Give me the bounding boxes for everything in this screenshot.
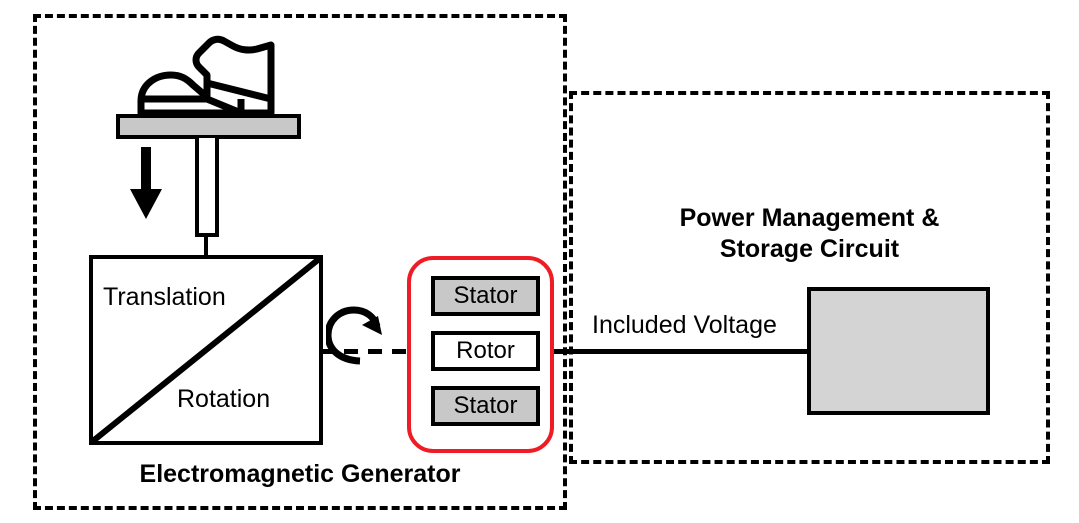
- shaft-connector: [204, 236, 208, 258]
- power-management-title-line-1: Power Management &: [679, 204, 940, 232]
- storage-circuit-block: [807, 287, 990, 415]
- power-management-boundary: [569, 91, 1050, 464]
- electromagnetic-generator-caption: Electromagnetic Generator: [139, 460, 461, 488]
- force-plate: [116, 114, 301, 139]
- power-management-title-line-2: Storage Circuit: [719, 234, 900, 263]
- rotation-arrow-icon: [326, 306, 382, 365]
- shaft: [195, 138, 219, 237]
- output-wire: [554, 349, 810, 354]
- rotation-label: Rotation: [177, 385, 271, 413]
- shoe-icon: [137, 35, 275, 117]
- down-arrow-icon: [130, 147, 162, 219]
- electromagnetic-generator-boundary: [33, 14, 567, 510]
- rotary-coupling-shaft: [320, 349, 434, 354]
- translation-label: Translation: [103, 283, 226, 311]
- power-management-title: Power Management & Storage Circuit: [569, 203, 1050, 264]
- included-voltage-label: Included Voltage: [592, 311, 777, 339]
- stator-layer-top: Stator: [431, 276, 540, 316]
- rotor-layer: Rotor: [431, 331, 540, 371]
- stator-layer-bottom: Stator: [431, 386, 540, 426]
